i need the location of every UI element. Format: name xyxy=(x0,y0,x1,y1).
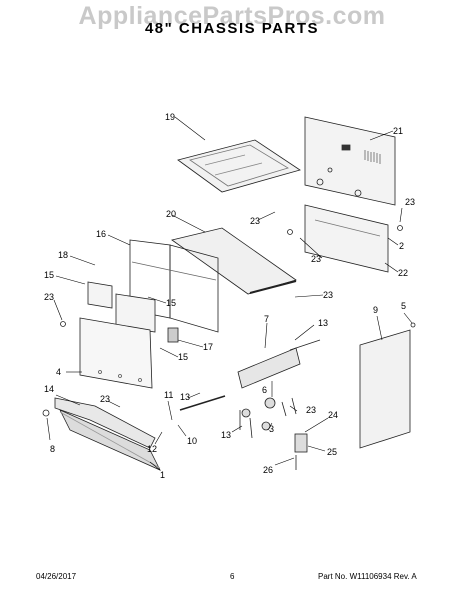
callout-17: 17 xyxy=(203,342,213,352)
part-21-rear-panel xyxy=(304,116,396,206)
callout-15-a: 15 xyxy=(44,270,54,280)
callout-6: 6 xyxy=(262,385,267,395)
part-9-side-panel xyxy=(359,329,411,449)
callout-23-g: 23 xyxy=(306,405,316,415)
callout-15-c: 15 xyxy=(178,352,188,362)
footer-page-number: 6 xyxy=(230,572,235,581)
callout-13-a: 13 xyxy=(318,318,328,328)
part-19-top-plate xyxy=(177,139,301,193)
callout-20: 20 xyxy=(166,209,176,219)
footer-date: 04/26/2017 xyxy=(36,572,77,581)
callout-26: 26 xyxy=(263,465,273,475)
footer-part-number: Part No. W11106934 Rev. A xyxy=(318,572,417,581)
page-title: 48" CHASSIS PARTS xyxy=(144,20,320,37)
callout-23-c: 23 xyxy=(311,254,321,264)
part-15-panel-b xyxy=(115,293,156,333)
watermark: AppliancePartsPros.com xyxy=(78,2,386,30)
part-7-manifold xyxy=(237,347,301,389)
callout-9: 9 xyxy=(373,305,378,315)
part-15-panel-a xyxy=(87,281,113,309)
callout-1: 1 xyxy=(160,470,165,480)
callout-2: 2 xyxy=(399,241,404,251)
callout-22: 22 xyxy=(398,268,408,278)
callout-8: 8 xyxy=(50,444,55,454)
callout-16: 16 xyxy=(96,229,106,239)
callout-19: 19 xyxy=(165,112,175,122)
part-20-tray xyxy=(171,227,297,295)
callout-18: 18 xyxy=(58,250,68,260)
part-25-leg xyxy=(294,433,308,453)
callout-7: 7 xyxy=(264,314,269,324)
part-17-block xyxy=(167,327,179,343)
part-14-trim xyxy=(54,397,156,449)
callout-15-b: 15 xyxy=(166,298,176,308)
callout-13-c: 13 xyxy=(221,430,231,440)
callout-3: 3 xyxy=(269,424,274,434)
callout-24: 24 xyxy=(328,410,338,420)
part-22-lower-panel xyxy=(304,204,389,273)
callout-4: 4 xyxy=(56,367,61,377)
callout-23-b: 23 xyxy=(405,197,415,207)
callout-11: 11 xyxy=(164,390,173,400)
callout-13-b: 13 xyxy=(180,392,190,402)
callout-5: 5 xyxy=(401,301,406,311)
callout-23-d: 23 xyxy=(44,292,54,302)
callout-10: 10 xyxy=(187,436,197,446)
part-4-front-panel xyxy=(79,317,153,389)
callout-12: 12 xyxy=(147,444,157,454)
callout-23-a: 23 xyxy=(250,216,260,226)
callout-25: 25 xyxy=(327,447,337,457)
callout-23-e: 23 xyxy=(323,290,333,300)
callout-21: 21 xyxy=(393,126,403,136)
callout-23-f: 23 xyxy=(100,394,110,404)
callout-14: 14 xyxy=(44,384,54,394)
part-16-frame-b xyxy=(169,244,219,333)
